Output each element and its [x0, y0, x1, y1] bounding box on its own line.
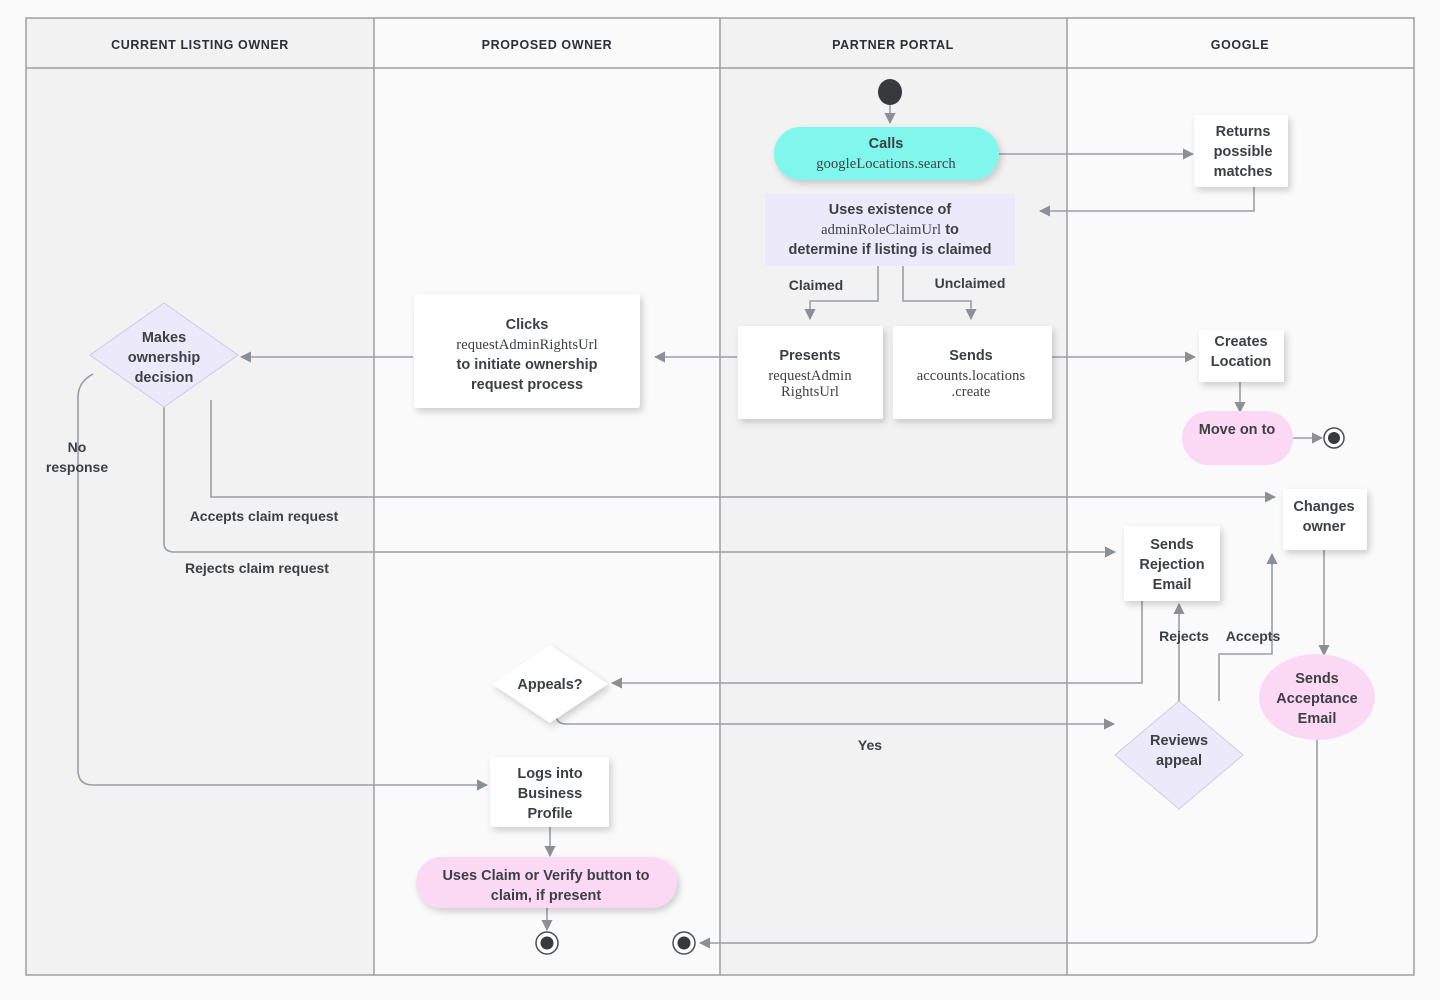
node-sends-create-line1: Sends	[949, 348, 993, 364]
edge-label-accepts-claim-request: Accepts claim request	[190, 508, 339, 524]
lane-header-bg-2	[374, 18, 720, 68]
node-logs-into-business-profile[interactable]	[490, 757, 609, 827]
lane-label-proposed-owner: PROPOSED OWNER	[482, 38, 613, 52]
node-uses-claim-or-verify-button[interactable]	[416, 857, 677, 908]
node-changes-line1: Changes	[1293, 499, 1354, 515]
node-calls-line2: googleLocations.search	[816, 156, 956, 172]
node-makes-ownership-decision[interactable]	[89, 302, 239, 408]
edge-uses-to-sends-create	[902, 266, 977, 321]
edge-label-claimed: Claimed	[789, 277, 843, 293]
node-uses-line2: adminRoleClaimUrl to	[821, 222, 959, 238]
edge-label-yes: Yes	[858, 737, 882, 753]
node-changes-line2: owner	[1303, 519, 1346, 535]
node-presents-line1: Presents	[779, 348, 840, 364]
node-creates-location[interactable]	[1199, 330, 1284, 382]
node-calls-google-locations-search[interactable]	[774, 127, 999, 180]
edge-label-accepts: Accepts	[1226, 628, 1281, 644]
node-acceptance-line2: Acceptance	[1276, 691, 1357, 707]
node-claim-verify-line2: claim, if present	[491, 888, 602, 904]
lane-label-current-listing-owner: CURRENT LISTING OWNER	[111, 38, 289, 52]
node-rejection-line1: Sends	[1150, 537, 1194, 553]
node-makes-line2: ownership	[128, 350, 201, 366]
node-logs-line2: Business	[518, 786, 582, 802]
edge-label-no-response-line2: response	[46, 459, 108, 475]
node-acceptance-line3: Email	[1298, 711, 1337, 727]
node-sends-create-line2: accounts.locations	[917, 368, 1026, 384]
lane-label-partner-portal: PARTNER PORTAL	[832, 38, 954, 52]
edge-uses-to-presents	[804, 266, 879, 321]
edge-rejection-email-to-appeals	[610, 601, 1143, 689]
node-returns-line1: Returns	[1216, 124, 1271, 140]
node-appeals[interactable]	[492, 645, 608, 723]
edge-rejects-to-rejection-email	[163, 406, 1117, 558]
edge-accepts-to-changes-owner	[210, 400, 1277, 503]
lane-label-google: GOOGLE	[1211, 38, 1269, 52]
end-dot-google	[1323, 427, 1345, 449]
node-acceptance-line1: Sends	[1295, 671, 1339, 687]
node-appeals-label: Appeals?	[517, 677, 582, 693]
lane-header-bg-3	[720, 18, 1067, 68]
node-creates-line2: Location	[1211, 354, 1271, 370]
node-creates-line1: Creates	[1214, 334, 1267, 350]
edge-label-rejects: Rejects	[1159, 628, 1209, 644]
node-claim-verify-line1: Uses Claim or Verify button to	[442, 868, 649, 884]
node-uses-line1: Uses existence of	[829, 202, 952, 218]
node-clicks-line1: Clicks	[506, 317, 549, 333]
edge-label-rejects-claim-request: Rejects claim request	[185, 560, 329, 576]
node-sends-rejection-email[interactable]	[1124, 526, 1220, 601]
node-clicks-line2: requestAdminRightsUrl	[456, 337, 597, 353]
lane-frame	[25, 17, 1415, 976]
edge-returns-to-uses	[1038, 186, 1255, 217]
start-dot-partner-portal	[878, 79, 902, 105]
edge-no-response-to-logs-in	[77, 373, 489, 791]
node-reviews-line2: appeal	[1156, 753, 1202, 769]
node-changes-owner[interactable]	[1283, 489, 1367, 550]
node-clicks-line4: request process	[471, 377, 583, 393]
node-presents-line2: requestAdmin	[768, 368, 852, 384]
node-reviews-appeal[interactable]	[1114, 700, 1244, 810]
node-move-on-to-label: Move on to	[1199, 422, 1276, 438]
node-rejection-line2: Rejection	[1139, 557, 1204, 573]
flow-connectors	[77, 103, 1330, 949]
edge-acceptance-email-to-end	[698, 737, 1318, 949]
node-returns-line3: matches	[1214, 164, 1273, 180]
node-rejection-line3: Email	[1153, 577, 1192, 593]
node-presents-request-admin-rights-url[interactable]	[738, 326, 883, 419]
node-sends-create-line3: .create	[952, 384, 991, 400]
node-logs-line1: Logs into	[517, 766, 582, 782]
node-sends-acceptance-email[interactable]	[1259, 654, 1375, 740]
node-calls-line1: Calls	[869, 136, 904, 152]
node-presents-line3: RightsUrl	[781, 384, 839, 400]
node-returns-possible-matches[interactable]	[1194, 115, 1288, 187]
node-logs-line3: Profile	[527, 806, 572, 822]
node-returns-line2: possible	[1214, 144, 1273, 160]
node-makes-line1: Makes	[142, 330, 186, 346]
node-clicks-line3: to initiate ownership	[457, 357, 598, 373]
node-reviews-line1: Reviews	[1150, 733, 1208, 749]
end-dot-proposed-owner	[535, 931, 559, 955]
node-uses-line3: determine if listing is claimed	[788, 242, 991, 258]
edge-label-no-response-line1: No	[68, 439, 87, 455]
lane-header-bg-1	[26, 18, 374, 68]
node-sends-accounts-locations-create[interactable]	[893, 326, 1052, 419]
node-move-on-to[interactable]	[1182, 411, 1293, 465]
node-uses-existence-admin-role-claim-url[interactable]	[765, 194, 1015, 266]
edge-label-unclaimed: Unclaimed	[935, 275, 1006, 291]
end-dot-partner-portal	[672, 931, 696, 955]
lane-header-bg-4	[1067, 18, 1414, 68]
node-makes-line3: decision	[135, 370, 194, 386]
edge-reviews-accepts-to-changes-owner	[1218, 552, 1278, 701]
node-clicks-request-admin-rights-url[interactable]	[414, 294, 640, 408]
